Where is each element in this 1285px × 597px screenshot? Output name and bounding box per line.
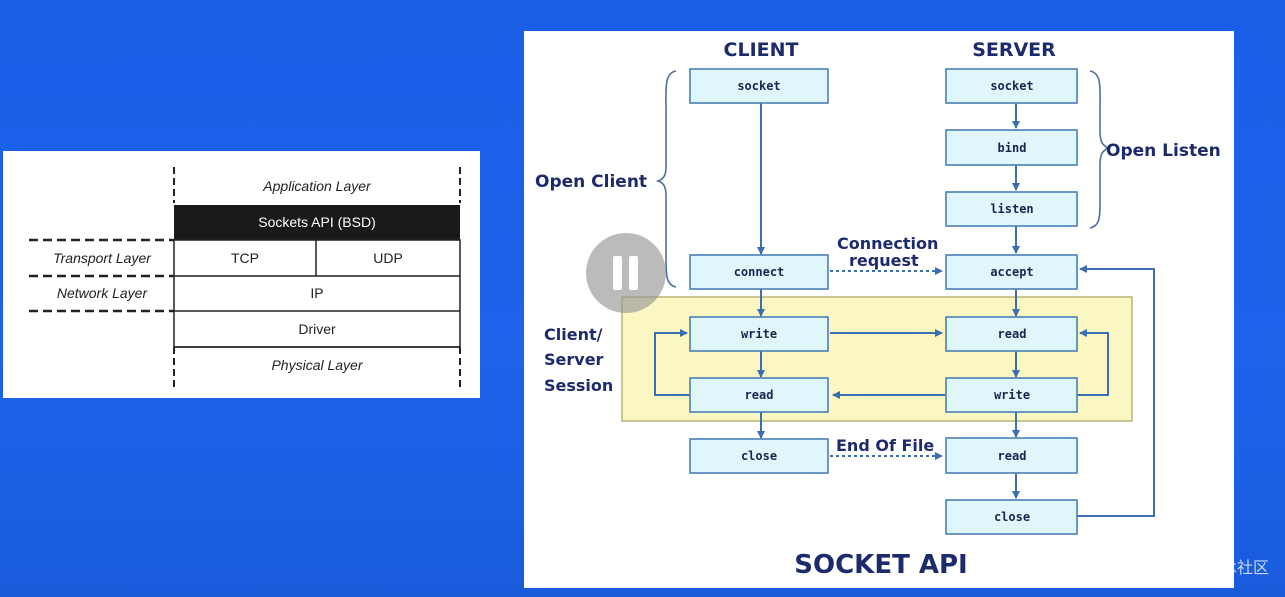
- client-write-box: write: [689, 316, 829, 352]
- client-socket-box: socket: [689, 68, 829, 104]
- session-label-line1: Client/: [544, 325, 603, 344]
- open-listen-brace: [1089, 70, 1110, 229]
- pause-icon: [613, 256, 622, 290]
- server-socket-box: socket: [945, 68, 1078, 104]
- svg-text:close: close: [741, 449, 777, 463]
- client-close-box: close: [689, 438, 829, 474]
- server-header: SERVER: [972, 39, 1056, 61]
- open-client-brace: [655, 70, 677, 288]
- server-write-box: write: [945, 377, 1078, 413]
- svg-text:write: write: [994, 388, 1030, 402]
- application-layer-label: Application Layer: [262, 178, 372, 194]
- svg-text:write: write: [741, 327, 777, 341]
- socket-api-title: SOCKET API: [794, 550, 967, 580]
- end-of-file-label: End Of File: [836, 436, 934, 455]
- transport-layer-label: Transport Layer: [53, 250, 152, 266]
- svg-text:read: read: [998, 327, 1027, 341]
- open-listen-label: Open Listen: [1106, 141, 1221, 161]
- connection-label-line2: request: [849, 251, 919, 270]
- svg-text:connect: connect: [734, 265, 785, 279]
- ip-label: IP: [310, 285, 323, 301]
- driver-label: Driver: [298, 321, 336, 337]
- svg-text:bind: bind: [998, 141, 1027, 155]
- svg-text:close: close: [994, 510, 1030, 524]
- server-accept-box: accept: [945, 254, 1078, 290]
- server-bind-box: bind: [945, 129, 1078, 166]
- svg-text:accept: accept: [990, 265, 1033, 279]
- svg-text:read: read: [998, 449, 1027, 463]
- network-layer-label: Network Layer: [57, 285, 149, 301]
- server-close-box: close: [945, 499, 1078, 535]
- server-read-eof-box: read: [945, 437, 1078, 474]
- svg-text:socket: socket: [737, 79, 780, 93]
- pause-button[interactable]: [586, 233, 666, 313]
- sockets-api-label: Sockets API (BSD): [258, 214, 375, 230]
- svg-text:read: read: [745, 388, 774, 402]
- client-header: CLIENT: [724, 39, 799, 61]
- tcp-label: TCP: [231, 250, 259, 266]
- physical-layer-label: Physical Layer: [271, 357, 363, 373]
- client-read-box: read: [689, 377, 829, 413]
- client-connect-box: connect: [689, 254, 829, 290]
- connection-label-line1: Connection: [837, 234, 938, 253]
- udp-label: UDP: [373, 250, 403, 266]
- sockets-api-band: [174, 205, 460, 240]
- watermark: @稀土掘金技术社区: [1124, 558, 1269, 577]
- server-read-box: read: [945, 316, 1078, 352]
- session-label-line2: Server: [544, 350, 604, 369]
- svg-text:listen: listen: [990, 202, 1033, 216]
- svg-text:socket: socket: [990, 79, 1033, 93]
- open-client-label: Open Client: [535, 172, 647, 192]
- network-layer-diagram: Application Layer Sockets API (BSD) Tran…: [3, 151, 480, 398]
- session-label-line3: Session: [544, 376, 613, 395]
- server-listen-box: listen: [945, 191, 1078, 227]
